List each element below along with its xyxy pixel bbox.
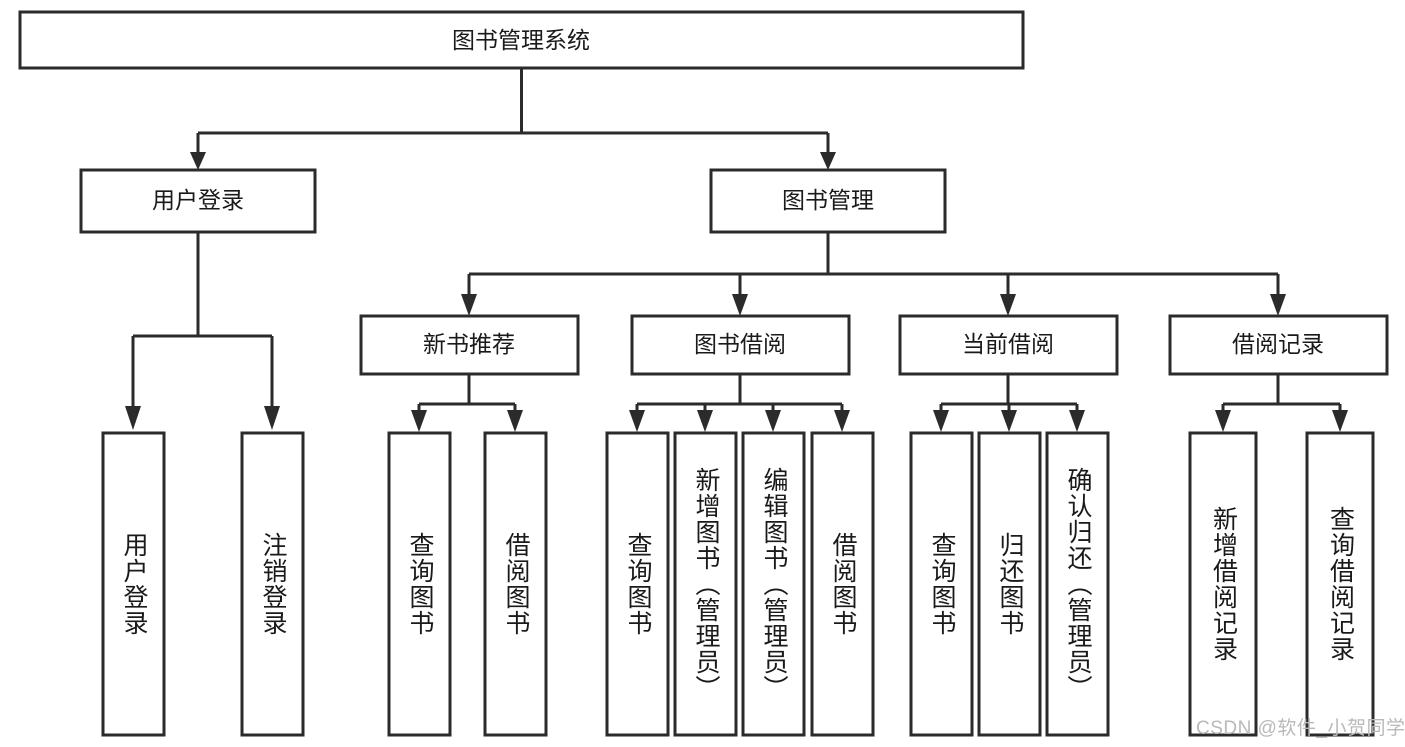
connector-layer [125,68,1348,432]
arrow-head-leaf-edit-book [765,410,781,432]
node-new-book-recommend[interactable] [359,314,580,376]
node-leaf-query-book-3[interactable] [909,431,974,737]
arrow-head-current-borrow [1000,294,1016,316]
node-current-borrow[interactable] [898,314,1119,376]
node-leaf-query-book-1[interactable] [387,431,452,737]
label-book-borrow: 图书借阅 [694,331,786,357]
arrow-head-leaf-user-login [125,406,141,430]
label-borrow-record: 借阅记录 [1232,331,1324,357]
node-leaf-user-login[interactable] [101,431,166,737]
label-root: 图书管理系统 [452,27,590,53]
arrow-head-leaf-logout-login [264,406,280,430]
label-new-book-recommend: 新书推荐 [423,331,515,357]
horizontal-label-layer: 图书管理系统 用户登录 图书管理 新书推荐 图书借阅 当前借阅 借阅记录 [152,27,1324,357]
node-leaf-query-book-2[interactable] [605,431,670,737]
node-leaf-borrow-book-2[interactable] [810,431,875,737]
arrow-head-leaf-query-book-2 [629,410,645,432]
node-root[interactable] [18,10,1025,70]
node-book-borrow[interactable] [630,314,851,376]
arrow-head-book-borrow [732,294,748,316]
arrow-head-book-management [820,152,836,170]
node-leaf-query-record[interactable] [1305,431,1375,737]
node-leaf-return-book[interactable] [977,431,1042,737]
label-user-login: 用户登录 [152,187,244,213]
arrow-head-leaf-query-book-3 [933,410,949,432]
arrow-head-leaf-borrow-book-1 [507,410,523,432]
node-leaf-edit-book[interactable] [741,431,806,737]
node-borrow-record[interactable] [1168,314,1389,376]
node-user-login[interactable] [79,168,317,234]
arrow-head-leaf-add-record [1215,410,1231,432]
node-leaf-logout-login[interactable] [240,431,305,737]
node-leaf-add-record[interactable] [1188,431,1258,737]
node-leaf-confirm-return[interactable] [1045,431,1110,737]
arrow-head-borrow-record [1270,294,1286,316]
arrow-head-leaf-query-book-1 [411,410,427,432]
arrow-head-leaf-add-book [697,410,713,432]
arrow-head-leaf-confirm-return [1069,410,1085,432]
watermark-text: CSDN @软件_小贺同学 [1196,718,1405,739]
node-leaf-borrow-book-1[interactable] [483,431,548,737]
label-book-management: 图书管理 [782,187,874,213]
arrow-head-new-book-recommend [461,294,477,316]
node-box-layer [18,10,1389,737]
arrow-head-leaf-return-book [1001,410,1017,432]
arrow-head-leaf-query-record [1332,410,1348,432]
label-current-borrow: 当前借阅 [962,331,1054,357]
node-book-management[interactable] [709,168,947,234]
arrow-head-leaf-borrow-book-2 [834,410,850,432]
arrow-head-user-login [190,152,206,170]
node-leaf-add-book[interactable] [673,431,738,737]
